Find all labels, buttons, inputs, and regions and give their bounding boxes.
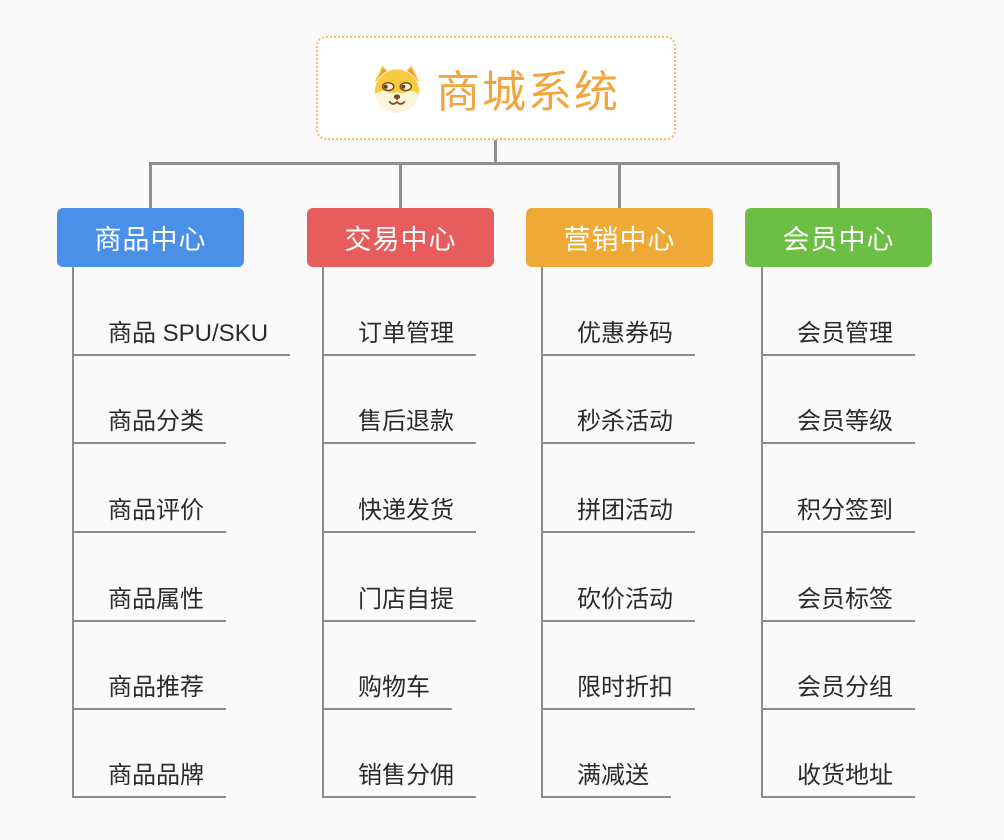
connector-drop-marketing <box>618 162 621 208</box>
leaf-node[interactable]: 满减送 <box>543 752 671 798</box>
leaf-node[interactable]: 销售分佣 <box>324 752 476 798</box>
connector-drop-products <box>149 162 152 208</box>
leaf-node[interactable]: 门店自提 <box>324 576 476 622</box>
leaf-node[interactable]: 商品 SPU/SKU <box>74 310 291 356</box>
branch-node-trade-center[interactable]: 交易中心 <box>307 208 494 267</box>
root-title: 商城系统 <box>436 68 620 117</box>
connector-drop-members <box>837 162 840 208</box>
leaf-node[interactable]: 限时折扣 <box>543 664 695 710</box>
branch-node-marketing-center[interactable]: 营销中心 <box>526 208 713 267</box>
branch-children-marketing-center: 优惠券码 秒杀活动 拼团活动 砍价活动 限时折扣 满减送 <box>541 267 791 798</box>
leaf-node[interactable]: 会员标签 <box>763 576 915 622</box>
leaf-node[interactable]: 会员分组 <box>763 664 915 710</box>
connector-drop-trade <box>399 162 402 208</box>
branch-children-trade-center: 订单管理 售后退款 快递发货 门店自提 购物车 销售分佣 <box>322 267 572 798</box>
branch-label: 会员中心 <box>782 225 895 255</box>
leaf-node[interactable]: 积分签到 <box>763 487 915 533</box>
leaf-node[interactable]: 订单管理 <box>324 310 476 356</box>
leaf-node[interactable]: 收货地址 <box>763 752 915 798</box>
branch-node-member-center[interactable]: 会员中心 <box>745 208 932 267</box>
leaf-node[interactable]: 商品推荐 <box>74 664 226 710</box>
branch-children-member-center: 会员管理 会员等级 积分签到 会员标签 会员分组 收货地址 <box>761 267 1004 798</box>
leaf-node[interactable]: 拼团活动 <box>543 487 695 533</box>
leaf-node[interactable]: 会员等级 <box>763 398 915 444</box>
leaf-node[interactable]: 商品分类 <box>74 398 226 444</box>
leaf-node[interactable]: 商品品牌 <box>74 752 226 798</box>
leaf-node[interactable]: 购物车 <box>324 664 452 710</box>
leaf-node[interactable]: 秒杀活动 <box>543 398 695 444</box>
leaf-node[interactable]: 售后退款 <box>324 398 476 444</box>
branch-node-product-center[interactable]: 商品中心 <box>57 208 244 267</box>
branch-label: 商品中心 <box>94 225 207 255</box>
leaf-node[interactable]: 商品属性 <box>74 576 226 622</box>
leaf-node[interactable]: 商品评价 <box>74 487 226 533</box>
connector-bus <box>149 162 840 165</box>
branch-children-product-center: 商品 SPU/SKU 商品分类 商品评价 商品属性 商品推荐 商品品牌 <box>72 267 322 798</box>
leaf-node[interactable]: 砍价活动 <box>543 576 695 622</box>
leaf-node[interactable]: 会员管理 <box>763 310 915 356</box>
leaf-node[interactable]: 优惠券码 <box>543 310 695 356</box>
leaf-node[interactable]: 快递发货 <box>324 487 476 533</box>
branch-label: 交易中心 <box>344 225 457 255</box>
connector-root-stem <box>494 140 497 164</box>
branch-label: 营销中心 <box>563 225 676 255</box>
root-node-mall-system[interactable]: 商城系统 <box>316 36 676 140</box>
shiba-dog-icon <box>372 63 422 113</box>
